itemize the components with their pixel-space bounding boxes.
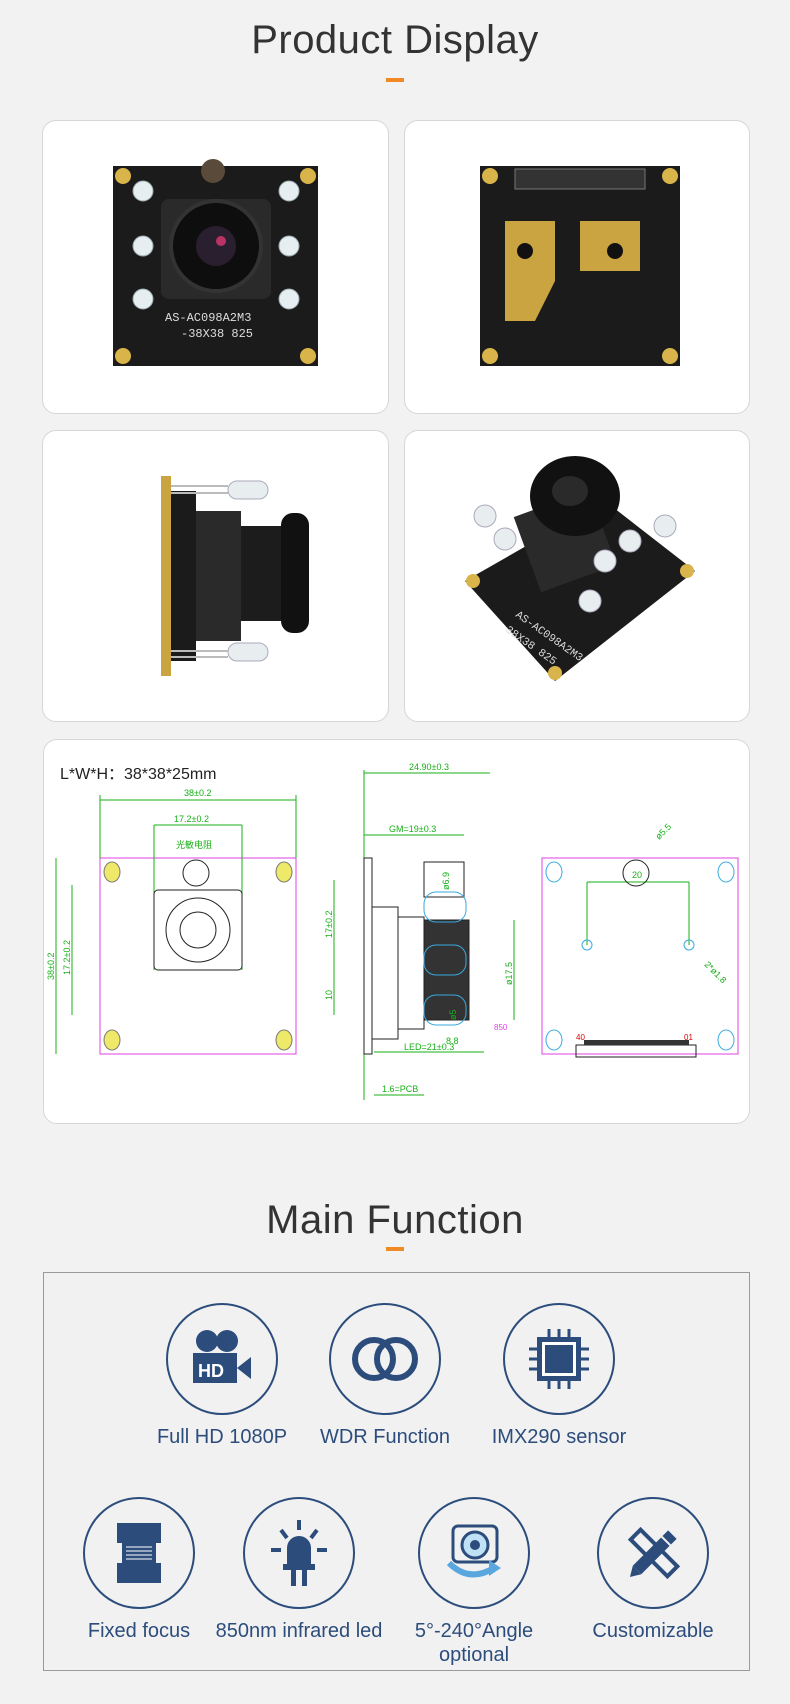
- feature-sensor: IMX290 sensor: [469, 1303, 649, 1449]
- dim-label: 8.8: [446, 1036, 459, 1046]
- photo-side: [42, 430, 389, 722]
- dim-label: 10: [324, 990, 334, 1000]
- dim-label: 850: [494, 1023, 508, 1032]
- silk-text: -38X38 825: [181, 327, 253, 341]
- hd-camera-icon: HD: [166, 1303, 278, 1415]
- rotate-camera-icon: [418, 1497, 530, 1609]
- feature-full-hd: HD Full HD 1080P: [132, 1303, 312, 1449]
- feature-label: Fixed focus: [87, 1620, 191, 1642]
- main-function-title: Main Function: [266, 1198, 524, 1242]
- wdr-rings-icon: [329, 1303, 441, 1415]
- feature-angle: 5°-240°Angle optional: [384, 1497, 564, 1667]
- feature-fixed-focus: Fixed focus: [49, 1497, 229, 1643]
- pin-label: 01: [684, 1033, 693, 1042]
- lens-icon: [83, 1497, 195, 1609]
- pin-label: 40: [576, 1033, 585, 1042]
- feature-customizable: Customizable: [563, 1497, 743, 1643]
- dim-label: 38±0.2: [184, 788, 211, 798]
- dim-label: 17.2±0.2: [174, 814, 209, 824]
- title-accent-bar: [386, 1247, 404, 1251]
- feature-label: 850nm infrared led: [215, 1620, 383, 1642]
- dim-label: ø5.5: [653, 822, 673, 842]
- photo-back: [404, 120, 750, 414]
- dim-label: 1.6=PCB: [382, 1084, 418, 1094]
- chip-icon: [503, 1303, 615, 1415]
- dim-label: 光敏电阻: [176, 839, 212, 850]
- feature-label: Full HD 1080P: [156, 1426, 288, 1448]
- dim-label: GM=19±0.3: [389, 824, 436, 834]
- dimension-drawing: L*W*H：38*38*25mm 38±0.2 17.2±0.2 光敏电阻 38…: [43, 739, 750, 1124]
- product-display-title: Product Display: [251, 18, 539, 62]
- photo-front: AS-AC098A2M3 -38X38 825: [42, 120, 389, 414]
- feature-wdr: WDR Function: [295, 1303, 475, 1449]
- dim-label: ø6.9: [441, 872, 451, 890]
- feature-label: Customizable: [592, 1620, 714, 1642]
- led-icon: [243, 1497, 355, 1609]
- dim-label: ø17.5: [504, 962, 514, 985]
- dim-label: 24.90±0.3: [409, 762, 449, 772]
- pencil-ruler-icon: [597, 1497, 709, 1609]
- feature-label: IMX290 sensor: [491, 1426, 627, 1448]
- size-label: L*W*H：38*38*25mm: [60, 766, 217, 783]
- title-accent-bar: [386, 78, 404, 82]
- dim-label: 17.2±0.2: [62, 940, 72, 975]
- svg-text:HD: HD: [198, 1361, 224, 1381]
- feature-label: 5°-240°Angle optional: [414, 1620, 534, 1666]
- dim-label: 2*ø1.8: [703, 959, 729, 985]
- dim-label: ø5: [448, 1009, 458, 1020]
- feature-infrared: 850nm infrared led: [209, 1497, 389, 1643]
- dim-label: LED=21±0.3: [404, 1042, 454, 1052]
- silk-text: AS-AC098A2M3: [165, 311, 251, 325]
- feature-label: WDR Function: [319, 1426, 451, 1448]
- dim-label: 38±0.2: [46, 953, 56, 980]
- photo-angled: AS-AC098A2M3 38X38 825: [404, 430, 750, 722]
- dim-label: 17±0.2: [324, 911, 334, 938]
- dim-label: 20: [632, 870, 642, 880]
